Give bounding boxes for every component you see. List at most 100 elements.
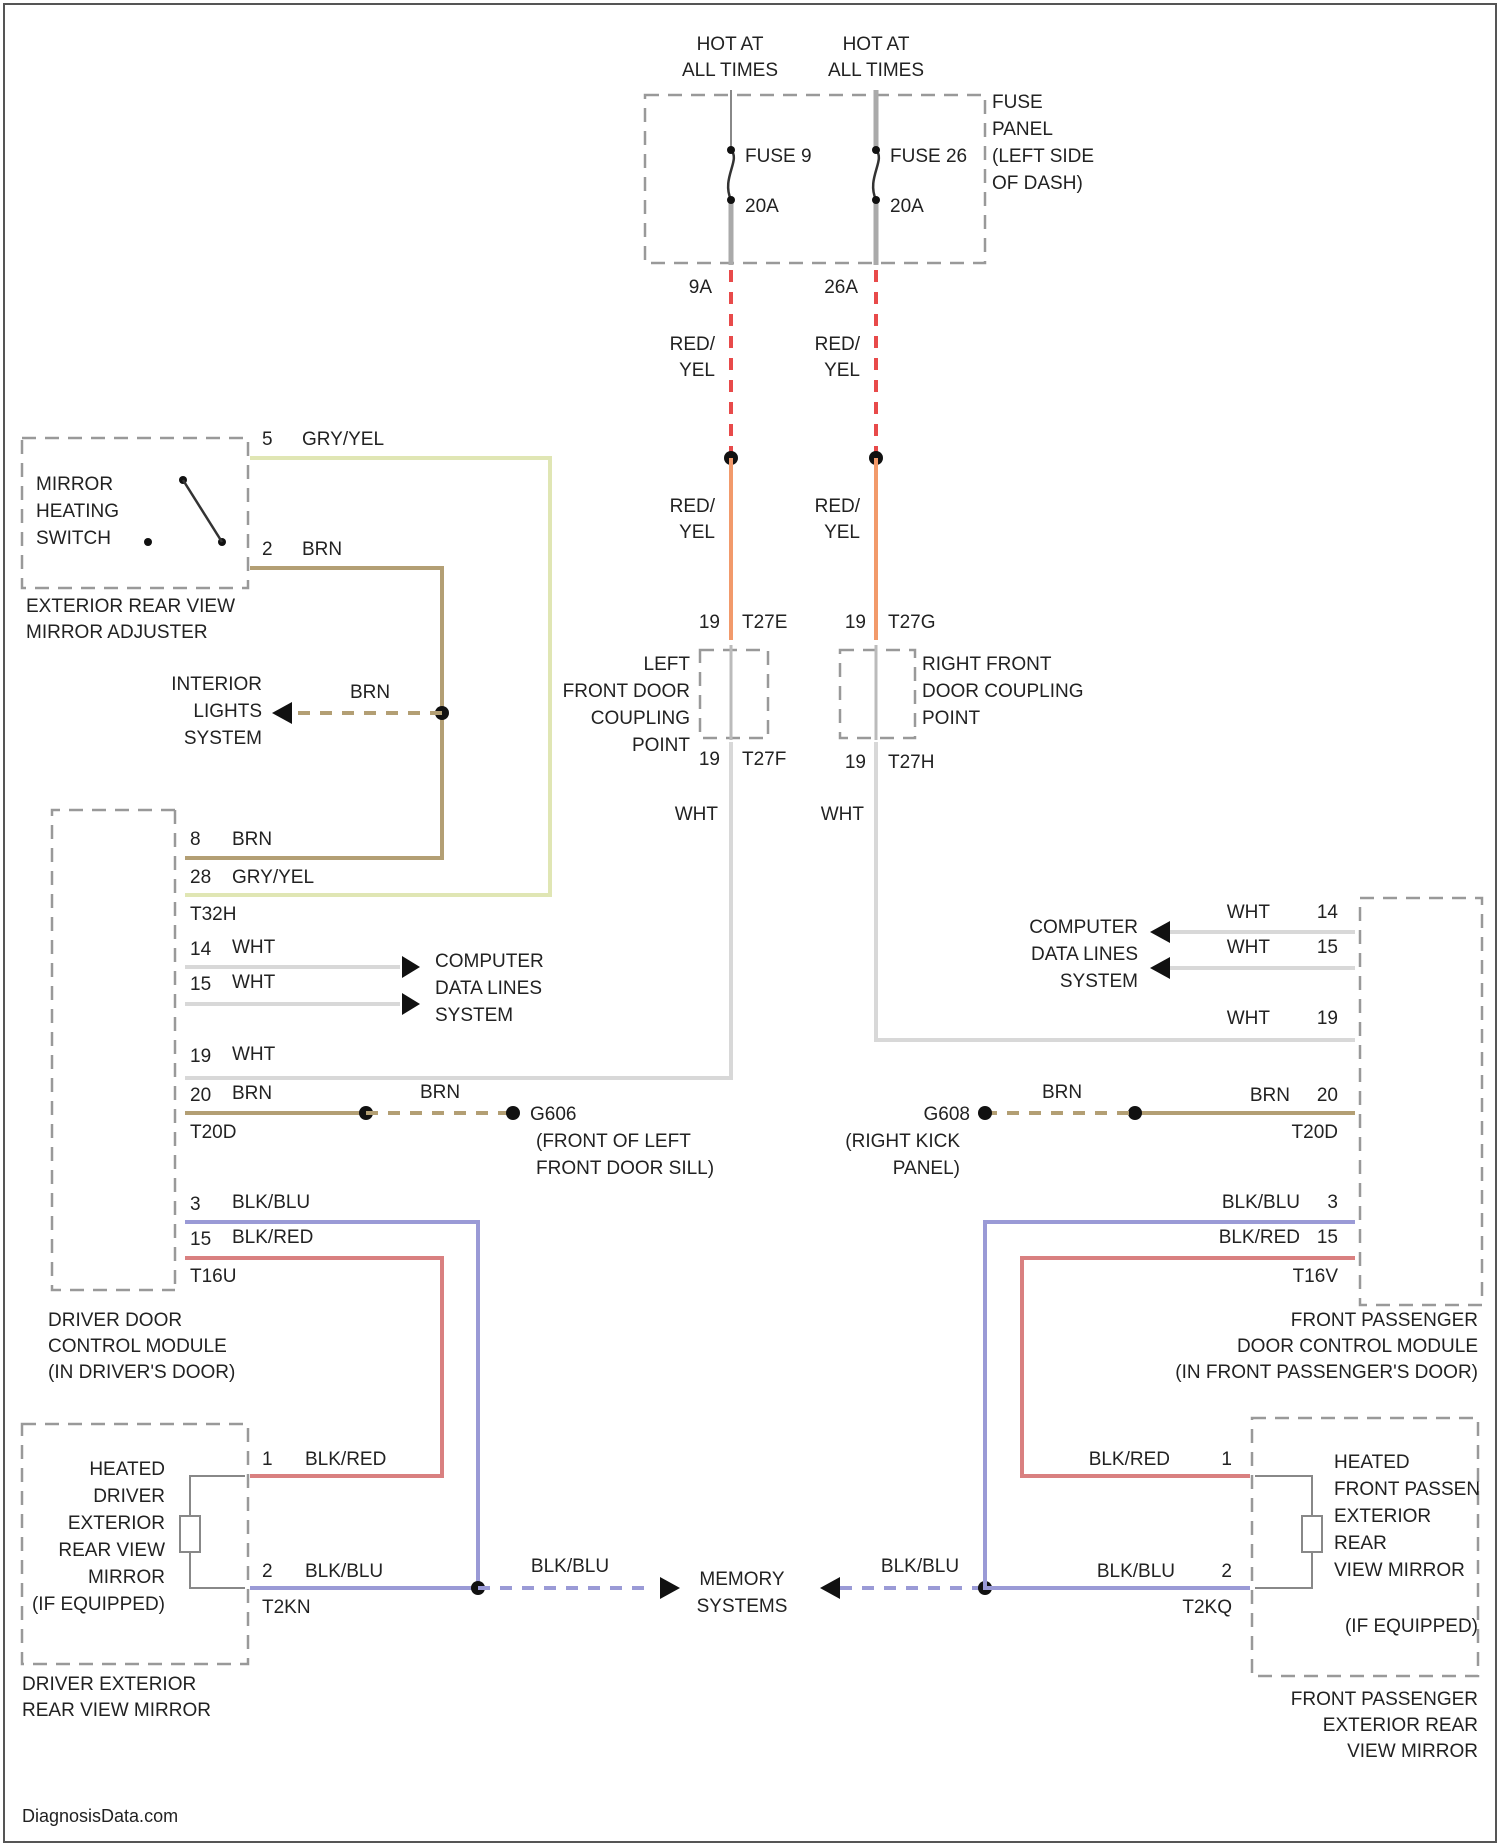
wht-wire-19-driver (185, 742, 731, 1078)
right-coupling-label-2: DOOR COUPLING (922, 681, 1084, 702)
fuse-panel-label-2: PANEL (992, 119, 1053, 140)
driver-mirror-pin-2-color: BLK/BLU (305, 1561, 383, 1582)
pass-pin-14: 14 (1317, 902, 1339, 923)
pass-pin-19-color: WHT (1227, 1008, 1271, 1029)
fuse-pin-26a: 26A (824, 277, 858, 298)
driver-mirror-conn: T2KN (262, 1597, 311, 1618)
pass-pin-15-color: WHT (1227, 937, 1271, 958)
driver-module-label-1: DRIVER DOOR (48, 1310, 182, 1331)
driver-mirror-sub-1: DRIVER EXTERIOR (22, 1674, 196, 1695)
switch-label-1: MIRROR (36, 474, 113, 495)
pass-mirror-conn: T2KQ (1182, 1597, 1232, 1618)
fuse-9-symbol (728, 150, 734, 200)
right-coupling-wht: WHT (821, 804, 865, 825)
driver-gnd-1: G606 (530, 1104, 576, 1125)
wire-label-red-yel-4b: YEL (824, 522, 860, 543)
driver-pin-8-color: BRN (232, 829, 272, 850)
driver-pin-14: 14 (190, 939, 212, 960)
pass-conn-t16v: T16V (1293, 1266, 1339, 1287)
driver-pin-15-color: WHT (232, 972, 276, 993)
fuse-26-amp: 20A (890, 196, 924, 217)
left-coupling-conn-top: T27E (742, 612, 787, 633)
hot-label-2a: HOT AT (843, 34, 910, 55)
hot-label-1a: HOT AT (697, 34, 764, 55)
fuse-panel-label-1: FUSE (992, 92, 1043, 113)
right-door-coupling: 19 T27G RIGHT FRONT DOOR COUPLING POINT … (821, 612, 1084, 825)
pass-mirror-sub-3: VIEW MIRROR (1347, 1741, 1478, 1762)
driver-mirror-label-2: DRIVER (93, 1486, 165, 1507)
memory-arrow-left (660, 1577, 680, 1599)
driver-pin-19: 19 (190, 1046, 211, 1067)
driver-pin-20: 20 (190, 1085, 211, 1106)
driver-mirror-label-3: EXTERIOR (68, 1513, 165, 1534)
pass-module-label-1: FRONT PASSENGER (1291, 1310, 1478, 1331)
driver-pin-15b: 15 (190, 1229, 211, 1250)
pass-heater-element (1302, 1516, 1322, 1552)
pass-gnd-3: PANEL) (893, 1158, 960, 1179)
driver-conn-t20d: T20D (190, 1122, 236, 1143)
pass-mirror-pin-1: 1 (1221, 1449, 1232, 1470)
interior-wire-label: BRN (350, 682, 390, 703)
pass-mirror-pin-2: 2 (1221, 1561, 1232, 1582)
switch-label-3: SWITCH (36, 528, 111, 549)
left-coupling-wht: WHT (675, 804, 719, 825)
pass-mirror-sub-1: FRONT PASSENGER (1291, 1689, 1478, 1710)
wire-label-red-yel-2a: RED/ (670, 496, 716, 517)
driver-cdl-1: COMPUTER (435, 951, 544, 972)
fuse-panel-label-4: OF DASH) (992, 173, 1083, 194)
driver-cdl-3: SYSTEM (435, 1005, 513, 1026)
pass-pin-15b-color: BLK/RED (1219, 1227, 1300, 1248)
pass-mirror-sub-2: EXTERIOR REAR (1323, 1715, 1478, 1736)
driver-pin-3: 3 (190, 1194, 201, 1215)
pass-module-label-3: (IN FRONT PASSENGER'S DOOR) (1175, 1362, 1478, 1383)
fuse-panel-label-3: (LEFT SIDE (992, 146, 1094, 167)
right-coupling-pin-top: 19 (845, 612, 866, 633)
pass-mirror-label-6: (IF EQUIPPED) (1345, 1616, 1478, 1637)
pass-conn-t20d: T20D (1292, 1122, 1338, 1143)
right-coupling-conn-bot: T27H (888, 752, 934, 773)
fuse-26-symbol (873, 150, 879, 200)
driver-mirror-label-6: (IF EQUIPPED) (32, 1594, 165, 1615)
wire-label-red-yel-3a: RED/ (815, 334, 861, 355)
pass-mirror-label-4: REAR (1334, 1533, 1387, 1554)
driver-pin-15b-color: BLK/RED (232, 1227, 313, 1248)
wire-label-red-yel-1a: RED/ (670, 334, 716, 355)
left-coupling-pin-bot: 19 (699, 749, 720, 770)
interior-arrow (272, 702, 292, 724)
driver-gnd-2: (FRONT OF LEFT (536, 1131, 691, 1152)
pass-cdl-1: COMPUTER (1029, 917, 1138, 938)
pass-gnd-1: G608 (924, 1104, 970, 1125)
fuse-26-name: FUSE 26 (890, 146, 967, 167)
footer-watermark: DiagnosisData.com (22, 1806, 178, 1826)
driver-module-label-2: CONTROL MODULE (48, 1336, 227, 1357)
driver-mirror-label-4: REAR VIEW (58, 1540, 165, 1561)
pass-pin-3-color: BLK/BLU (1222, 1192, 1300, 1213)
memory-right-wire: BLK/BLU (881, 1556, 959, 1577)
right-coupling-pin-bot: 19 (845, 752, 866, 773)
interior-label-2: LIGHTS (193, 701, 262, 722)
pass-mirror-label-1: HEATED (1334, 1452, 1410, 1473)
fuse-pin-9a: 9A (689, 277, 713, 298)
driver-pin-28-color: GRY/YEL (232, 867, 314, 888)
pass-pin-20-color: BRN (1250, 1085, 1290, 1106)
left-coupling-label-3: COUPLING (591, 708, 690, 729)
interior-label-3: SYSTEM (184, 728, 262, 749)
pass-pin-15: 15 (1317, 937, 1338, 958)
pass-module-label-2: DOOR CONTROL MODULE (1237, 1336, 1478, 1357)
wire-label-red-yel-3b: YEL (824, 360, 860, 381)
pass-mirror-pin-1-color: BLK/RED (1089, 1449, 1170, 1470)
switch-pin-2: 2 (262, 539, 273, 560)
pass-pin-3: 3 (1327, 1192, 1338, 1213)
pass-cdl-3: SYSTEM (1060, 971, 1138, 992)
pass-gnd-2: (RIGHT KICK (845, 1131, 960, 1152)
driver-pin-8: 8 (190, 829, 201, 850)
driver-heater-element (180, 1516, 200, 1552)
switch-label-2: HEATING (36, 501, 119, 522)
driver-mirror-sub-2: REAR VIEW MIRROR (22, 1700, 211, 1721)
fuse-9-amp: 20A (745, 196, 779, 217)
driver-pin-28: 28 (190, 867, 211, 888)
driver-mirror-pin-1: 1 (262, 1449, 273, 1470)
driver-pin-20-color: BRN (232, 1083, 272, 1104)
wire-label-red-yel-4a: RED/ (815, 496, 861, 517)
